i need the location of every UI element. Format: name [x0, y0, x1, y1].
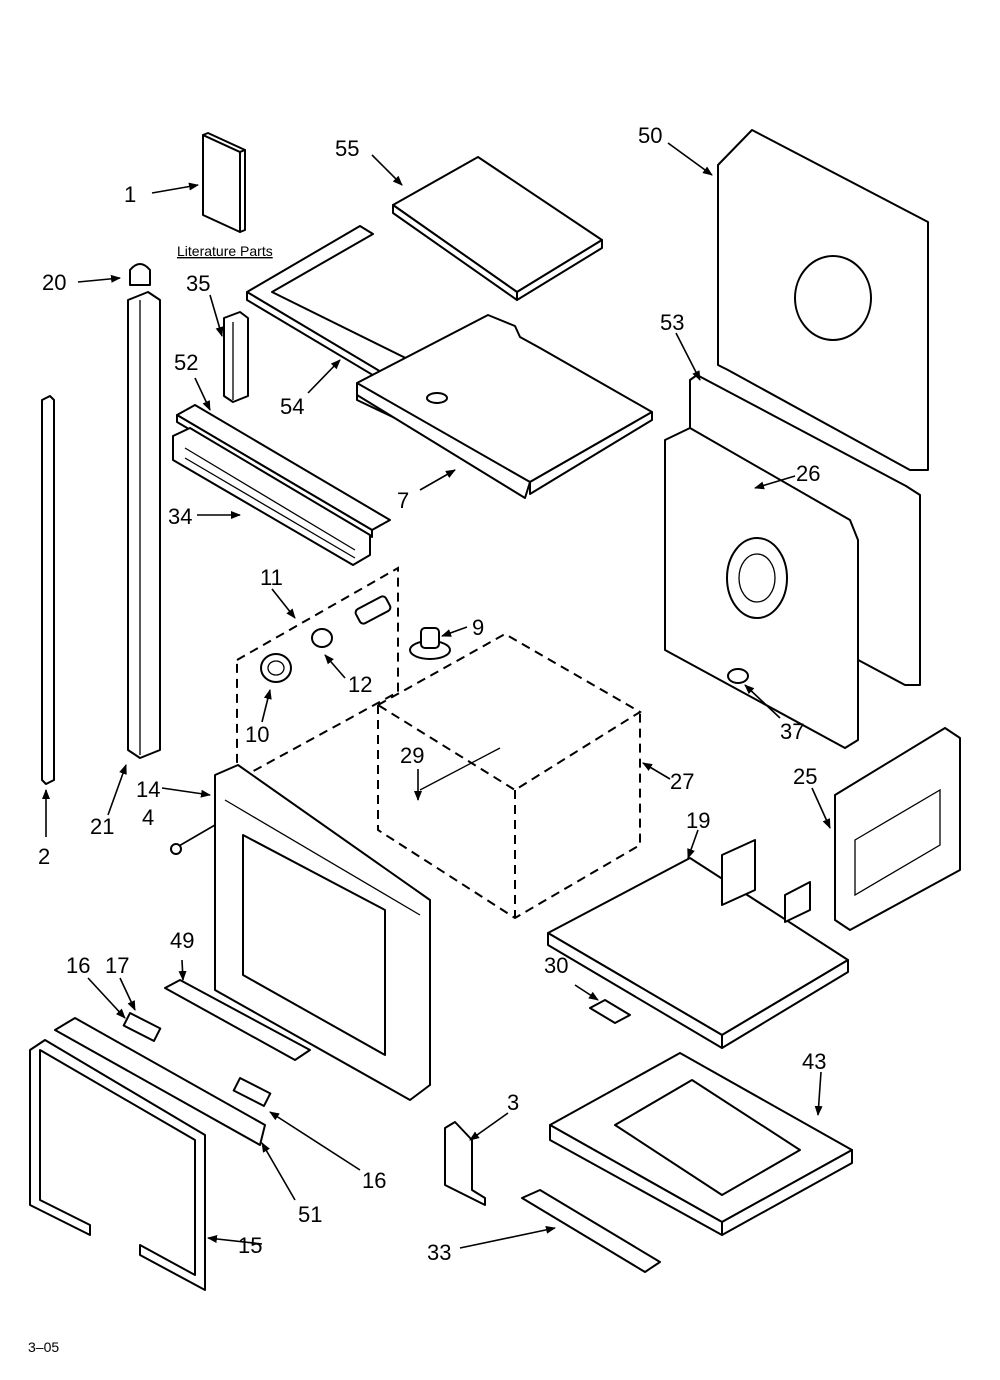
callout-34: 34 [168, 504, 192, 529]
rear-panel-outer [717, 129, 929, 471]
callout-53: 53 [660, 310, 684, 335]
callout-17: 17 [105, 953, 129, 978]
callout-15: 15 [238, 1233, 262, 1258]
callout-4: 4 [142, 805, 154, 830]
callout-20: 20 [42, 270, 66, 295]
callout-2: 2 [38, 844, 50, 869]
front-base-strip [521, 1189, 661, 1273]
light-assembly-outline [236, 566, 399, 782]
block-left [122, 1012, 162, 1042]
trim-cap [129, 263, 151, 286]
callout-51: 51 [298, 1202, 322, 1227]
callout-3: 3 [507, 1090, 519, 1115]
callout-16-right: 16 [362, 1168, 386, 1193]
callout-54: 54 [280, 394, 304, 419]
callout-26: 26 [796, 461, 820, 486]
thermostat-sensor [409, 627, 451, 660]
thermal-switch [727, 668, 749, 684]
callout-1: 1 [124, 182, 136, 207]
callout-35: 35 [186, 271, 210, 296]
callout-10: 10 [245, 722, 269, 747]
literature-booklet [202, 132, 246, 233]
callout-27: 27 [670, 769, 694, 794]
callout-50: 50 [638, 123, 662, 148]
side-trim-short [41, 395, 55, 785]
footer-code: 3–05 [28, 1339, 59, 1355]
light-lens [260, 653, 292, 683]
front-trim-strip [164, 979, 311, 1061]
base-pan [549, 1052, 853, 1236]
light-bulb [311, 628, 333, 648]
callout-7: 7 [397, 488, 409, 513]
oven-cavity [376, 632, 642, 920]
callout-19: 19 [686, 808, 710, 833]
literature-parts-label: Literature Parts [177, 243, 273, 259]
callout-11: 11 [260, 565, 283, 590]
vent-duct [223, 311, 249, 403]
callout-9: 9 [472, 615, 484, 640]
oven-front-frame [214, 764, 431, 1101]
top-insulation [392, 156, 603, 301]
callout-16-left: 16 [66, 953, 90, 978]
callout-12: 12 [348, 672, 372, 697]
callout-29: 29 [400, 743, 424, 768]
leader-lines [42, 142, 831, 1249]
lower-trim [54, 1017, 266, 1146]
callout-30: 30 [544, 953, 568, 978]
screw [170, 824, 216, 855]
callout-14: 14 [136, 777, 160, 802]
side-panel [834, 727, 961, 931]
oven-bottom-panel [547, 839, 849, 1049]
light-socket [354, 595, 392, 625]
side-trim-long [127, 291, 161, 759]
callout-49: 49 [170, 928, 194, 953]
callout-33: 33 [427, 1240, 451, 1265]
callout-37: 37 [780, 719, 804, 744]
callout-25: 25 [793, 764, 817, 789]
callout-52: 52 [174, 350, 198, 375]
callout-21: 21 [90, 814, 114, 839]
vent-grille [172, 427, 371, 566]
callout-55: 55 [335, 136, 359, 161]
rear-panel-inner [664, 427, 859, 749]
door-gasket [29, 1039, 206, 1291]
oven-top-panel [356, 314, 653, 499]
callout-43: 43 [802, 1049, 826, 1074]
bracket [589, 999, 631, 1024]
callout-labels: 1 2 3 4 7 9 10 11 12 14 15 16 16 17 19 2… [38, 123, 826, 1265]
side-bracket [444, 1121, 486, 1206]
block-right [232, 1077, 272, 1107]
